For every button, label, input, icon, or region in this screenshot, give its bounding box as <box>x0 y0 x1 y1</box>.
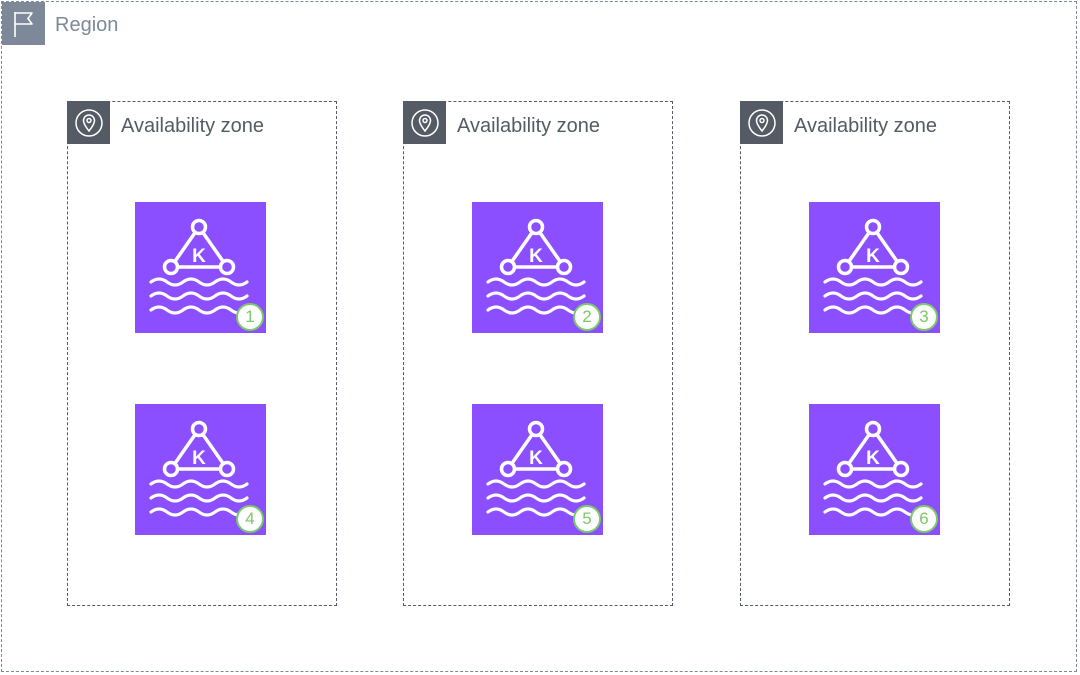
step-badge: 2 <box>573 303 601 331</box>
kafka-glyph: K <box>823 218 923 315</box>
availability-zone-label: Availability zone <box>121 115 265 137</box>
kafka-glyph: K <box>149 420 249 517</box>
step-badge: 1 <box>236 303 264 331</box>
managed-kafka-icon: K 4 <box>135 404 266 535</box>
managed-kafka-icon: K 6 <box>809 404 940 535</box>
svg-text:K: K <box>529 448 543 469</box>
availability-zone-label: Availability zone <box>794 115 938 137</box>
step-badge: 6 <box>910 505 938 533</box>
availability-zone-3: Availability zone <box>740 101 1010 606</box>
svg-text:K: K <box>192 246 206 267</box>
location-pin-icon <box>67 101 110 144</box>
step-badge: 4 <box>236 505 264 533</box>
location-pin-icon <box>403 101 446 144</box>
kafka-glyph: K <box>149 218 249 315</box>
location-pin-icon <box>740 101 783 144</box>
availability-zone-2: Availability zone <box>403 101 673 606</box>
kafka-glyph: K <box>823 420 923 517</box>
availability-zone-label: Availability zone <box>457 115 601 137</box>
availability-zone-1: Availability zone <box>67 101 337 606</box>
flag-icon <box>2 2 45 45</box>
managed-kafka-icon: K 3 <box>809 202 940 333</box>
svg-text:K: K <box>529 246 543 267</box>
svg-text:K: K <box>866 448 880 469</box>
region-label: Region <box>55 14 119 36</box>
step-badge: 3 <box>910 303 938 331</box>
svg-text:K: K <box>866 246 880 267</box>
managed-kafka-icon: K 5 <box>472 404 603 535</box>
svg-text:K: K <box>192 448 206 469</box>
managed-kafka-icon: K 2 <box>472 202 603 333</box>
kafka-glyph: K <box>486 218 586 315</box>
managed-kafka-icon: K 1 <box>135 202 266 333</box>
kafka-glyph: K <box>486 420 586 517</box>
step-badge: 5 <box>573 505 601 533</box>
